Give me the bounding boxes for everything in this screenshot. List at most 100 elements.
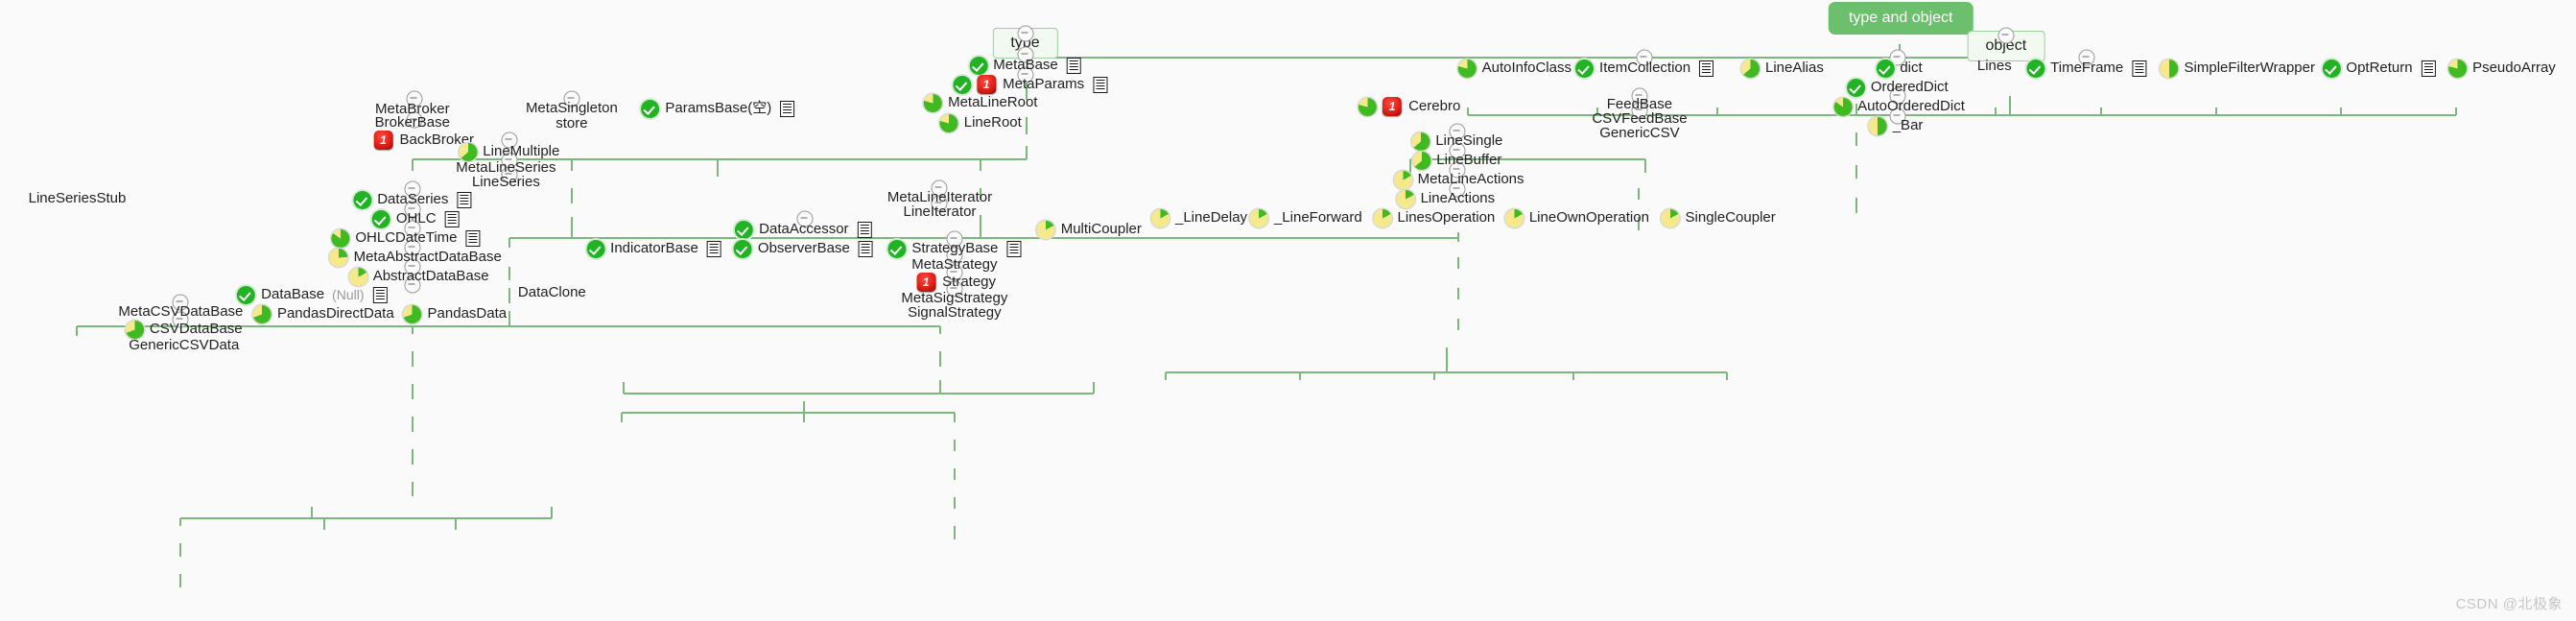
collapse-toggle-icon[interactable] — [1631, 102, 1648, 119]
class-node[interactable]: LineActions — [1396, 188, 1495, 209]
class-node[interactable]: LineSeries — [472, 172, 540, 193]
class-node[interactable]: GenericCSVData — [129, 335, 239, 356]
class-node[interactable]: DataAccessor — [735, 219, 872, 240]
collapse-toggle-icon[interactable] — [404, 276, 421, 294]
collapse-toggle-icon[interactable] — [1449, 180, 1466, 198]
class-node[interactable]: OHLCDateTime — [331, 227, 481, 249]
class-node[interactable]: CSVFeedBase — [1592, 108, 1687, 130]
class-node[interactable]: FeedBase — [1607, 94, 1672, 115]
class-node[interactable]: GenericCSV — [1599, 123, 1679, 144]
collapse-toggle-icon[interactable] — [404, 239, 421, 256]
class-node[interactable]: store — [555, 113, 587, 134]
class-node[interactable]: SimpleFilterWrapper — [2160, 58, 2315, 79]
class-node[interactable]: PandasData — [403, 303, 507, 324]
class-node[interactable]: PandasDirectData — [252, 303, 394, 324]
document-icon[interactable] — [2421, 60, 2436, 77]
collapse-toggle-icon[interactable] — [2078, 49, 2095, 66]
class-node[interactable]: MetaSigStrategy — [901, 288, 1007, 309]
class-node[interactable]: MetaCSVDataBase — [118, 301, 243, 322]
document-icon[interactable] — [457, 191, 472, 208]
collapse-toggle-icon[interactable] — [1449, 142, 1466, 159]
class-node[interactable]: _LineDelay — [1151, 207, 1247, 228]
collapse-toggle-icon[interactable] — [404, 180, 421, 198]
collapse-toggle-icon[interactable] — [1449, 123, 1466, 140]
class-node[interactable]: ParamsBase(空) — [641, 98, 795, 119]
collapse-toggle-icon[interactable] — [1889, 49, 1906, 66]
collapse-toggle-icon[interactable] — [404, 220, 421, 237]
class-node[interactable]: MetaLineSeries — [456, 157, 555, 179]
document-icon[interactable] — [858, 240, 873, 257]
class-node[interactable]: dict — [1876, 58, 1923, 79]
class-node[interactable]: AutoInfoClass — [1457, 58, 1572, 79]
collapse-toggle-icon[interactable] — [1889, 87, 1906, 105]
document-icon[interactable] — [780, 100, 795, 117]
collapse-toggle-icon[interactable] — [563, 90, 580, 107]
class-node[interactable]: _Bar — [1868, 115, 1923, 136]
class-node[interactable]: SingleCoupler — [1661, 207, 1776, 228]
class-node[interactable]: LineBuffer — [1412, 150, 1501, 171]
class-node[interactable]: MetaLineRoot — [924, 92, 1037, 113]
class-node[interactable]: DataSeries — [353, 189, 472, 210]
class-node[interactable]: OptReturn — [2322, 58, 2436, 79]
collapse-toggle-icon[interactable] — [406, 90, 423, 107]
class-node[interactable]: Lines — [1977, 56, 2012, 77]
root-type-and-object[interactable]: type and object — [1828, 2, 1973, 35]
collapse-toggle-icon[interactable] — [1997, 27, 2015, 44]
collapse-toggle-icon[interactable] — [1017, 46, 1034, 63]
class-node[interactable]: LinesOperation — [1373, 207, 1495, 228]
document-icon[interactable] — [1066, 57, 1081, 74]
collapse-toggle-icon[interactable] — [946, 230, 963, 248]
class-node[interactable]: OHLC — [371, 208, 460, 229]
collapse-toggle-icon[interactable] — [172, 294, 189, 311]
collapse-toggle-icon[interactable] — [1017, 66, 1034, 84]
class-node[interactable]: MultiCoupler — [1036, 219, 1142, 240]
collapse-toggle-icon[interactable] — [1889, 107, 1906, 125]
class-node[interactable]: _LineForward — [1249, 207, 1362, 228]
collapse-toggle-icon[interactable] — [1449, 161, 1466, 179]
class-node[interactable]: MetaStrategy — [911, 254, 997, 275]
document-icon[interactable] — [1699, 60, 1714, 77]
class-node[interactable]: LineIterator — [904, 202, 977, 223]
collapse-toggle-icon[interactable] — [946, 247, 963, 264]
class-node[interactable]: SignalStrategy — [908, 302, 1002, 323]
class-node[interactable]: ItemCollection — [1575, 58, 1714, 79]
class-node[interactable]: MetaLineActions — [1393, 169, 1524, 190]
collapse-toggle-icon[interactable] — [172, 311, 189, 328]
collapse-toggle-icon[interactable] — [501, 131, 518, 149]
collapse-toggle-icon[interactable] — [404, 201, 421, 218]
class-node[interactable]: LineMultiple — [459, 141, 559, 162]
class-node[interactable]: TimeFrame — [2026, 58, 2147, 79]
document-icon[interactable] — [465, 229, 481, 247]
collapse-toggle-icon[interactable] — [1017, 25, 1034, 42]
class-node[interactable]: DataBase(Null) — [237, 284, 388, 305]
collapse-toggle-icon[interactable] — [946, 280, 963, 298]
class-node[interactable]: ObserverBase — [733, 238, 873, 259]
collapse-toggle-icon[interactable] — [946, 264, 963, 281]
class-node[interactable]: MetaBroker — [375, 99, 450, 120]
class-node[interactable]: AutoOrderedDict — [1833, 96, 1965, 117]
class-node[interactable]: MetaBase — [969, 55, 1081, 76]
collapse-toggle-icon[interactable] — [406, 111, 423, 129]
class-node[interactable]: CSVDataBase — [125, 319, 243, 340]
collapse-toggle-icon[interactable] — [1636, 49, 1653, 66]
class-node[interactable]: LineAlias — [1740, 58, 1824, 79]
collapse-toggle-icon[interactable] — [931, 195, 948, 212]
class-node[interactable]: MetaAbstractDataBase — [329, 247, 502, 268]
document-icon[interactable] — [1006, 240, 1022, 257]
class-node[interactable]: PseudoArray — [2448, 58, 2556, 79]
document-icon[interactable] — [372, 286, 388, 303]
document-icon[interactable] — [2132, 60, 2147, 77]
document-icon[interactable] — [444, 210, 460, 227]
document-icon[interactable] — [706, 240, 721, 257]
class-node[interactable]: AbstractDataBase — [348, 266, 489, 287]
class-node[interactable]: IndicatorBase — [586, 238, 721, 259]
class-node[interactable]: OrderedDict — [1846, 77, 1949, 98]
class-node[interactable]: StrategyBase — [887, 238, 1022, 259]
class-node[interactable]: LineOwnOperation — [1504, 207, 1649, 228]
class-node[interactable]: LineSeriesStub — [29, 188, 127, 209]
collapse-toggle-icon[interactable] — [796, 210, 814, 227]
